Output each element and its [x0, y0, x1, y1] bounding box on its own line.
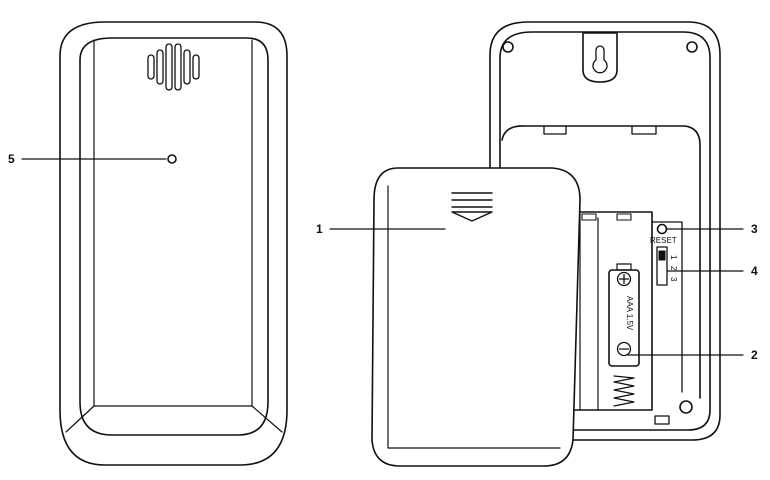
callout-2-label: 2 [751, 348, 758, 362]
callout-5-label: 5 [8, 152, 15, 166]
keyhole-hanger-icon [582, 32, 618, 83]
back-housing: AAA 1.5V RESET 1 2 3 [489, 21, 721, 441]
spring-contact [613, 375, 635, 407]
battery-bay-outline [501, 125, 701, 399]
battery-aaa: AAA 1.5V [608, 263, 640, 367]
front-housing-outline [59, 21, 288, 466]
plus-icon [616, 271, 632, 287]
switch-position-1: 1 [669, 255, 678, 260]
screw-hole-bottom-right [679, 400, 693, 414]
keyhole-slot [592, 45, 608, 74]
compartment-frame-right [651, 221, 683, 393]
front-housing-inner [79, 37, 269, 436]
back-housing-inner [499, 31, 711, 431]
led-indicator [167, 154, 177, 164]
front-bevel-corner-left [65, 405, 95, 433]
cover-hinge-tabs [543, 125, 657, 135]
callout-4-label: 4 [751, 264, 758, 278]
battery-label: AAA 1.5V [625, 296, 634, 331]
terminal-clip-left [581, 213, 597, 221]
switch-position-3: 3 [669, 277, 678, 282]
reset-button[interactable] [656, 223, 668, 235]
minus-icon [616, 341, 632, 357]
screw-hole-top-right [686, 41, 698, 53]
bottom-slot [654, 415, 670, 425]
reset-label: RESET [650, 236, 677, 245]
battery-cover-inner-edge [387, 185, 561, 449]
battery-positive-cap [616, 263, 632, 271]
terminal-clip-right [616, 213, 632, 221]
battery-cover-outline [371, 167, 581, 467]
front-housing [59, 21, 288, 466]
speaker-grille-icon [147, 43, 200, 91]
switch-slider [658, 250, 666, 261]
push-arrow-icon [451, 192, 493, 222]
switch-position-2: 2 [669, 266, 678, 271]
callout-3-label: 3 [751, 222, 758, 236]
screw-hole-top-left [502, 41, 514, 53]
channel-switch[interactable] [656, 246, 668, 286]
back-housing-outline [489, 21, 721, 441]
callout-1-label: 1 [316, 222, 323, 236]
battery-cover[interactable] [371, 167, 581, 467]
front-bevel-corner-right [251, 405, 283, 433]
